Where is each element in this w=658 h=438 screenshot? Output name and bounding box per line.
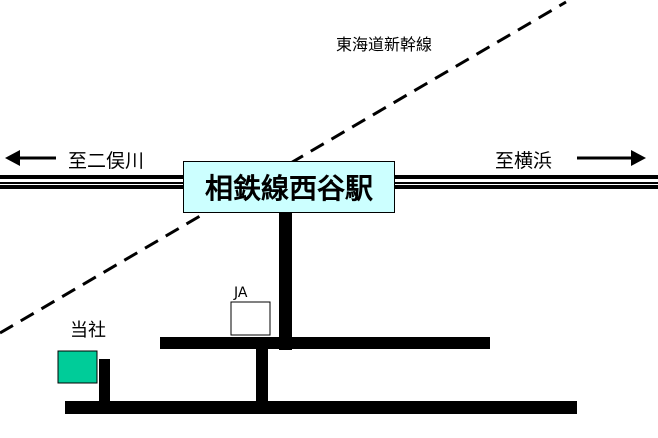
road-company-access xyxy=(99,359,110,404)
company-building xyxy=(57,350,98,384)
road-middle xyxy=(160,337,490,349)
road-vertical-station xyxy=(279,213,292,350)
arrow-right-icon xyxy=(577,150,646,166)
road-bottom xyxy=(65,401,577,414)
company-label: 当社 xyxy=(70,320,106,341)
shinkansen-label: 東海道新幹線 xyxy=(336,35,433,54)
direction-yokohama-label: 至横浜 xyxy=(495,150,553,172)
station-label: 相鉄線西谷駅 xyxy=(183,161,395,213)
arrow-left-icon xyxy=(5,150,56,166)
ja-building xyxy=(230,301,271,336)
ja-label: JA xyxy=(234,285,248,301)
direction-futamatagawa-label: 至二俣川 xyxy=(68,150,145,172)
road-vertical-lower xyxy=(256,349,268,406)
roads xyxy=(65,213,577,414)
shinkansen-line xyxy=(0,0,567,335)
